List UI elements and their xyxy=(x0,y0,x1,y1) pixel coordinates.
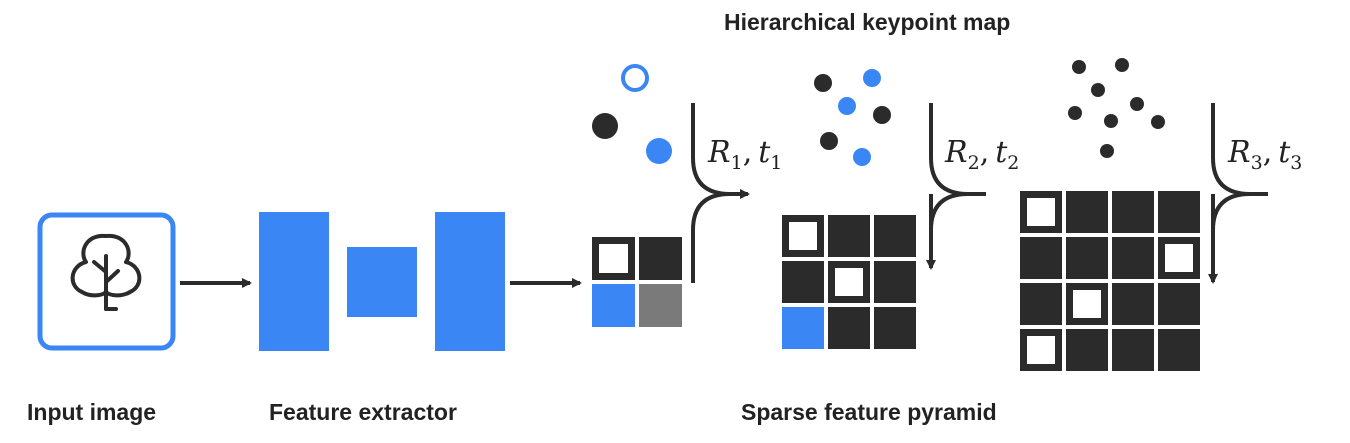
keypoint-blue xyxy=(863,69,881,87)
pyramid-level-1-grid xyxy=(592,237,682,327)
keypoint-level-1 xyxy=(592,64,672,164)
grid-cell-dark xyxy=(1066,191,1108,233)
grid-cell-dark xyxy=(1112,237,1154,279)
feature-extractor xyxy=(259,212,505,351)
keypoint-dark xyxy=(1104,114,1118,128)
keypoint-blue xyxy=(646,138,672,164)
extractor-block-left xyxy=(259,212,329,351)
grid-cell-dark xyxy=(639,237,682,280)
extractor-block-right xyxy=(435,212,505,351)
keypoint-blue xyxy=(838,97,856,115)
grid-cell-dark xyxy=(1158,283,1200,325)
transform-label-1: R1,t1 xyxy=(707,135,782,174)
grid-cell-gray xyxy=(639,284,682,327)
grid-cell-dark xyxy=(1112,329,1154,371)
transform-arrow-2 xyxy=(931,103,986,268)
keypoint-dark xyxy=(592,113,618,139)
grid-cell-highlight xyxy=(1027,198,1055,226)
keypoint-dark xyxy=(1091,83,1105,97)
keypoint-dark xyxy=(1130,97,1144,111)
transform-label-3: R3,t3 xyxy=(1227,135,1302,174)
keypoint-dark xyxy=(1100,144,1114,158)
keypoint-dark xyxy=(820,132,838,150)
keypoint-dark xyxy=(1068,106,1082,120)
grid-cell-dark xyxy=(1066,329,1108,371)
keypoint-dark xyxy=(873,106,891,124)
grid-cell-dark xyxy=(1158,329,1200,371)
transform-arrow-3-tail xyxy=(1211,192,1251,282)
grid-cell-highlight xyxy=(1073,290,1101,318)
grid-cell-dark xyxy=(1066,237,1108,279)
keypoint-dark xyxy=(1151,115,1165,129)
transform-arrow-3 xyxy=(1213,103,1268,282)
sparse-feature-pyramid-label: Sparse feature pyramid xyxy=(741,399,997,425)
grid-cell-blue xyxy=(782,307,824,349)
grid-cell-dark xyxy=(874,261,916,303)
keypoint-dark xyxy=(1072,60,1086,74)
transform-label-2: R2,t2 xyxy=(944,135,1019,174)
keypoint-level-2 xyxy=(814,69,891,166)
grid-cell-dark xyxy=(874,307,916,349)
grid-cell-highlight xyxy=(599,244,628,273)
extractor-block-middle xyxy=(347,247,417,317)
grid-cell-dark xyxy=(1112,283,1154,325)
keypoint-dark xyxy=(1115,58,1129,72)
grid-cell-dark xyxy=(828,215,870,257)
grid-cell-dark xyxy=(1112,191,1154,233)
keypoint-level-3 xyxy=(1068,58,1165,158)
keypoint-ring xyxy=(621,64,649,92)
transform-arrow-2-tail xyxy=(929,192,969,268)
grid-cell-dark xyxy=(1020,283,1062,325)
transform-arrow-1-tail xyxy=(690,191,731,283)
pyramid-level-3-grid xyxy=(1020,191,1200,371)
grid-cell-blue xyxy=(592,284,635,327)
grid-cell-dark xyxy=(874,215,916,257)
grid-cell-dark xyxy=(828,307,870,349)
keypoint-dark xyxy=(814,74,832,92)
input-image-box xyxy=(37,212,176,351)
grid-cell-dark xyxy=(782,261,824,303)
grid-cell-highlight xyxy=(835,268,863,296)
grid-cell-highlight xyxy=(1165,244,1193,272)
keypoint-blue xyxy=(853,148,871,166)
grid-cell-dark xyxy=(1020,237,1062,279)
tree-icon xyxy=(70,233,142,311)
pyramid-level-2-grid xyxy=(782,215,916,349)
input-image-label: Input image xyxy=(27,399,156,425)
feature-extractor-label: Feature extractor xyxy=(269,399,457,425)
grid-cell-highlight xyxy=(789,222,817,250)
grid-cell-dark xyxy=(1158,191,1200,233)
hierarchical-keypoint-map-label: Hierarchical keypoint map xyxy=(724,9,1010,35)
grid-cell-highlight xyxy=(1027,336,1055,364)
